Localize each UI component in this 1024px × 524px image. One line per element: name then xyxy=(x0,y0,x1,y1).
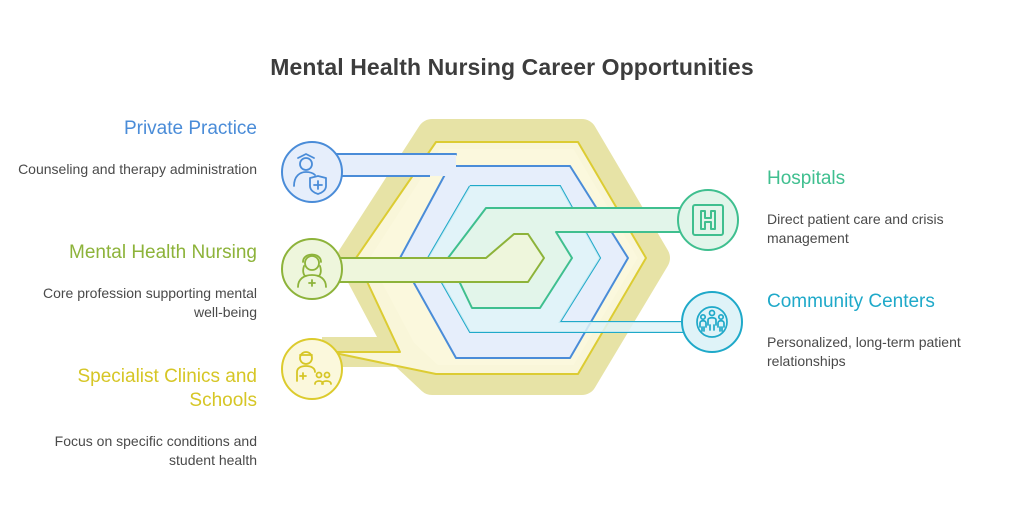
node-private-practice xyxy=(281,141,343,203)
community-centers-description: Personalized, long-term patient relation… xyxy=(767,334,961,369)
node-hospitals xyxy=(677,189,739,251)
mental-health-nursing-heading: Mental Health Nursing xyxy=(69,242,257,263)
community-centers-heading: Community Centers xyxy=(767,291,935,312)
node-mental-health-nursing xyxy=(281,238,343,300)
band-mental-health-nursing xyxy=(322,233,545,283)
community-group-icon xyxy=(696,306,728,338)
hospitals-heading: Hospitals xyxy=(767,168,846,189)
specialist-clinics-heading: Specialist Clinics and Schools xyxy=(77,366,257,411)
node-community-centers xyxy=(681,291,743,353)
nurse-icon xyxy=(297,253,327,288)
specialist-clinics-description: Focus on specific conditions and student… xyxy=(54,433,257,468)
nurse-with-shield-icon xyxy=(293,153,327,195)
private-practice-description: Counseling and therapy administration xyxy=(18,161,257,177)
node-specialist-clinics xyxy=(281,338,343,400)
hospitals-description: Direct patient care and crisis managemen… xyxy=(767,211,944,246)
mental-health-nursing-description: Core profession supporting mental well-b… xyxy=(42,285,257,320)
page-title: Mental Health Nursing Career Opportuniti… xyxy=(270,54,754,80)
private-practice-heading: Private Practice xyxy=(123,118,257,139)
doctor-with-students-icon xyxy=(296,351,332,385)
hospital-sign-icon xyxy=(692,204,724,236)
